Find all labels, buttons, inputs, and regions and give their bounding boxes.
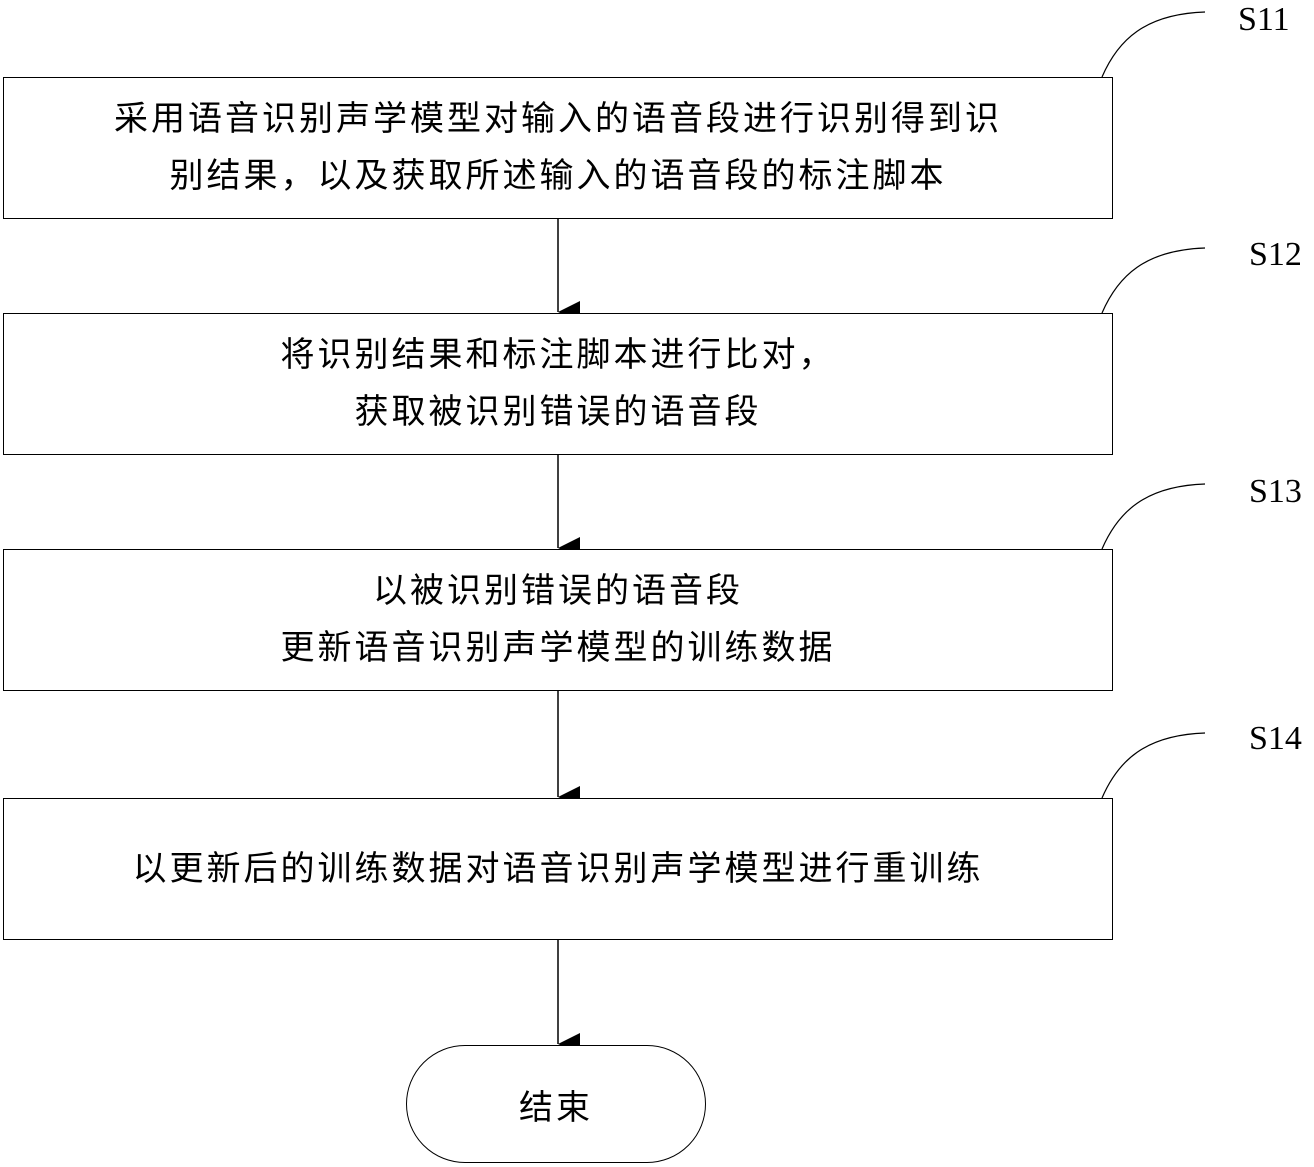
step-text-line: 别结果，以及获取所述输入的语音段的标注脚本 (170, 148, 947, 205)
step-label-s11: S11 (1238, 3, 1290, 37)
step-text-line: 以被识别错误的语音段 (373, 563, 743, 620)
step-label-s12: S12 (1249, 238, 1302, 272)
process-box-s13: 以被识别错误的语音段 更新语音识别声学模型的训练数据 (3, 549, 1113, 691)
leader-line-s13 (1102, 484, 1205, 549)
step-text-line: 将识别结果和标注脚本进行比对， (281, 327, 836, 384)
process-box-s11: 采用语音识别声学模型对输入的语音段进行识别得到识 别结果，以及获取所述输入的语音… (3, 77, 1113, 219)
end-terminal: 结束 (406, 1045, 706, 1163)
process-box-s14: 以更新后的训练数据对语音识别声学模型进行重训练 (3, 798, 1113, 940)
end-label: 结束 (519, 1080, 593, 1129)
step-label-s13: S13 (1249, 475, 1302, 509)
leader-line-s11 (1102, 12, 1205, 77)
step-text-line: 采用语音识别声学模型对输入的语音段进行识别得到识 (114, 91, 1002, 148)
leader-line-s12 (1102, 248, 1205, 313)
step-text-line: 以更新后的训练数据对语音识别声学模型进行重训练 (133, 841, 984, 898)
step-text-line: 获取被识别错误的语音段 (355, 384, 762, 441)
process-box-s12: 将识别结果和标注脚本进行比对， 获取被识别错误的语音段 (3, 313, 1113, 455)
step-label-s14: S14 (1249, 722, 1302, 756)
leader-line-s14 (1102, 733, 1205, 798)
step-text-line: 更新语音识别声学模型的训练数据 (281, 620, 836, 677)
